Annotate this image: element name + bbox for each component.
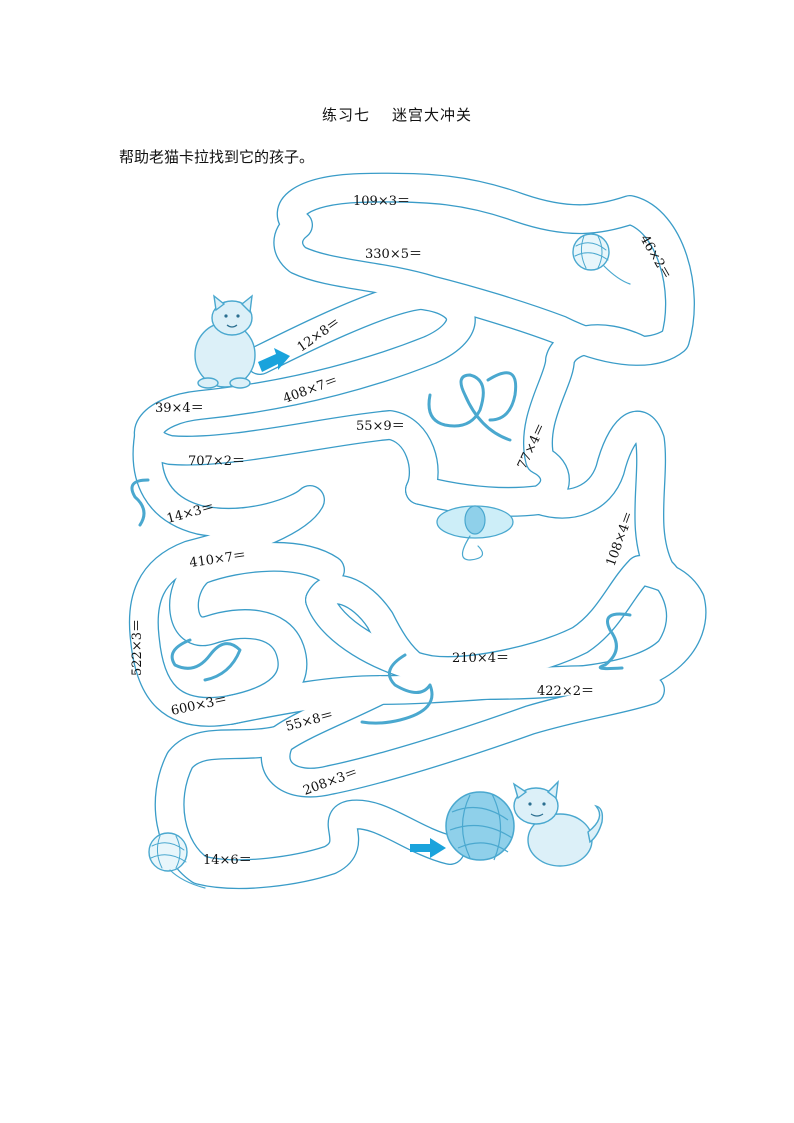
kitten-with-yarn-illustration bbox=[445, 780, 604, 867]
start-arrow bbox=[258, 348, 290, 372]
corridor bbox=[135, 281, 475, 504]
corridor bbox=[155, 726, 464, 888]
corridor bbox=[216, 556, 706, 724]
problem-label: 109×3＝ bbox=[353, 194, 410, 209]
corridor bbox=[274, 173, 694, 365]
problem-label: 39×4＝ bbox=[155, 401, 204, 416]
goal-arrow bbox=[410, 838, 446, 858]
exercise-number: 练习七 bbox=[321, 106, 370, 124]
problem-label: 522×3＝ bbox=[130, 619, 145, 676]
problem-label: 707×2＝ bbox=[188, 454, 245, 469]
mother-cat-illustration bbox=[194, 294, 256, 389]
problem-label: 422×2＝ bbox=[537, 684, 594, 699]
exercise-name: 迷宫大冲关 bbox=[392, 106, 473, 124]
corridor-interiors bbox=[130, 173, 706, 888]
yarn-skein-illustration bbox=[436, 505, 514, 561]
problem-label: 330×5＝ bbox=[365, 247, 422, 262]
yarn-ball-illustration bbox=[572, 233, 631, 285]
instruction-text: 帮助老猫卡拉找到它的孩子。 bbox=[119, 148, 315, 166]
problem-label: 55×9＝ bbox=[356, 419, 405, 434]
problem-label: 14×6＝ bbox=[203, 853, 252, 868]
loose-yarn-illustration bbox=[130, 371, 632, 725]
corridor bbox=[130, 416, 344, 726]
problem-label: 210×4＝ bbox=[452, 651, 509, 666]
corridor bbox=[306, 556, 654, 685]
corridor bbox=[261, 676, 664, 797]
corridor bbox=[406, 325, 654, 516]
yarn-ball-illustration bbox=[148, 832, 206, 889]
page-title: 练习七 迷宫大冲关 bbox=[0, 104, 794, 125]
maze-corridors bbox=[128, 172, 707, 890]
